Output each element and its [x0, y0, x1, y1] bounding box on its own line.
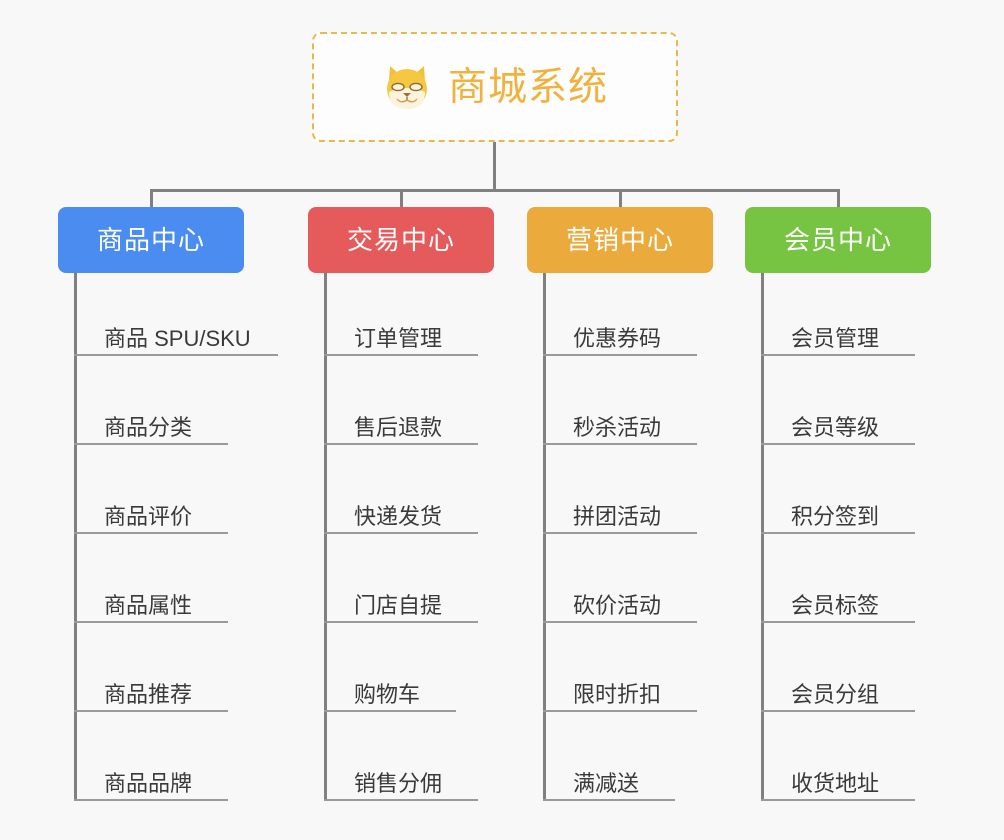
connector-horizontal-bus	[150, 189, 840, 192]
leaf-item[interactable]: 收货地址	[761, 757, 915, 801]
leaf-label: 销售分佣	[354, 770, 443, 796]
root-node-label: 商城系统	[447, 65, 608, 109]
connector-drop-col-3	[619, 189, 622, 207]
leaf-item[interactable]: 购物车	[324, 668, 456, 712]
leaf-item[interactable]: 售后退款	[324, 401, 478, 445]
leaf-label: 门店自提	[354, 592, 443, 618]
category-label: 商品中心	[96, 225, 205, 255]
connector-root-stem	[493, 142, 496, 192]
leaf-item[interactable]: 商品属性	[74, 579, 228, 623]
leaf-label: 购物车	[354, 681, 421, 707]
column-spine-1	[74, 273, 77, 800]
leaf-item[interactable]: 拼团活动	[543, 490, 697, 534]
leaf-item[interactable]: 会员分组	[761, 668, 915, 712]
leaf-label: 商品 SPU/SKU	[104, 325, 251, 351]
leaf-item[interactable]: 商品评价	[74, 490, 228, 534]
leaf-item[interactable]: 积分签到	[761, 490, 915, 534]
shiba-dog-face-icon	[382, 62, 432, 112]
leaf-item[interactable]: 会员等级	[761, 401, 915, 445]
column-spine-3	[543, 273, 546, 800]
leaf-label: 快递发货	[354, 503, 443, 529]
leaf-label: 积分签到	[791, 503, 880, 529]
leaf-item[interactable]: 砍价活动	[543, 579, 697, 623]
leaf-item[interactable]: 会员管理	[761, 312, 915, 356]
leaf-item[interactable]: 商品推荐	[74, 668, 228, 712]
category-box-product-center[interactable]: 商品中心	[58, 207, 244, 273]
leaf-label: 收货地址	[791, 770, 880, 796]
column-spine-4	[761, 273, 764, 800]
leaf-item[interactable]: 商品分类	[74, 401, 228, 445]
leaf-item[interactable]: 满减送	[543, 757, 675, 801]
leaf-label: 优惠券码	[573, 325, 662, 351]
leaf-label: 拼团活动	[573, 503, 662, 529]
leaf-label: 会员分组	[791, 681, 880, 707]
category-label: 营销中心	[565, 225, 674, 255]
leaf-label: 商品推荐	[104, 681, 193, 707]
leaf-label: 商品品牌	[104, 770, 193, 796]
leaf-label: 会员管理	[791, 325, 880, 351]
leaf-label: 售后退款	[354, 414, 443, 440]
category-box-trade-center[interactable]: 交易中心	[308, 207, 494, 273]
leaf-item[interactable]: 优惠券码	[543, 312, 697, 356]
connector-drop-col-4	[837, 189, 840, 207]
leaf-item[interactable]: 门店自提	[324, 579, 478, 623]
leaf-label: 会员等级	[791, 414, 880, 440]
leaf-item[interactable]: 快递发货	[324, 490, 478, 534]
column-spine-2	[324, 273, 327, 800]
leaf-label: 商品评价	[104, 503, 193, 529]
category-label: 会员中心	[783, 225, 892, 255]
leaf-label: 满减送	[573, 770, 640, 796]
leaf-label: 订单管理	[354, 325, 443, 351]
connector-drop-col-1	[150, 189, 153, 207]
leaf-label: 砍价活动	[573, 592, 662, 618]
connector-drop-col-2	[400, 189, 403, 207]
leaf-item[interactable]: 销售分佣	[324, 757, 478, 801]
category-label: 交易中心	[346, 225, 455, 255]
leaf-item[interactable]: 订单管理	[324, 312, 478, 356]
leaf-item[interactable]: 商品品牌	[74, 757, 228, 801]
leaf-label: 会员标签	[791, 592, 880, 618]
leaf-item[interactable]: 限时折扣	[543, 668, 697, 712]
leaf-label: 商品分类	[104, 414, 193, 440]
leaf-item[interactable]: 秒杀活动	[543, 401, 697, 445]
leaf-label: 限时折扣	[573, 681, 662, 707]
root-node-mall-system[interactable]: 商城系统	[312, 32, 678, 142]
category-box-member-center[interactable]: 会员中心	[745, 207, 931, 273]
leaf-label: 商品属性	[104, 592, 193, 618]
leaf-item[interactable]: 商品 SPU/SKU	[74, 312, 278, 356]
leaf-item[interactable]: 会员标签	[761, 579, 915, 623]
leaf-label: 秒杀活动	[573, 414, 662, 440]
category-box-marketing-center[interactable]: 营销中心	[527, 207, 713, 273]
